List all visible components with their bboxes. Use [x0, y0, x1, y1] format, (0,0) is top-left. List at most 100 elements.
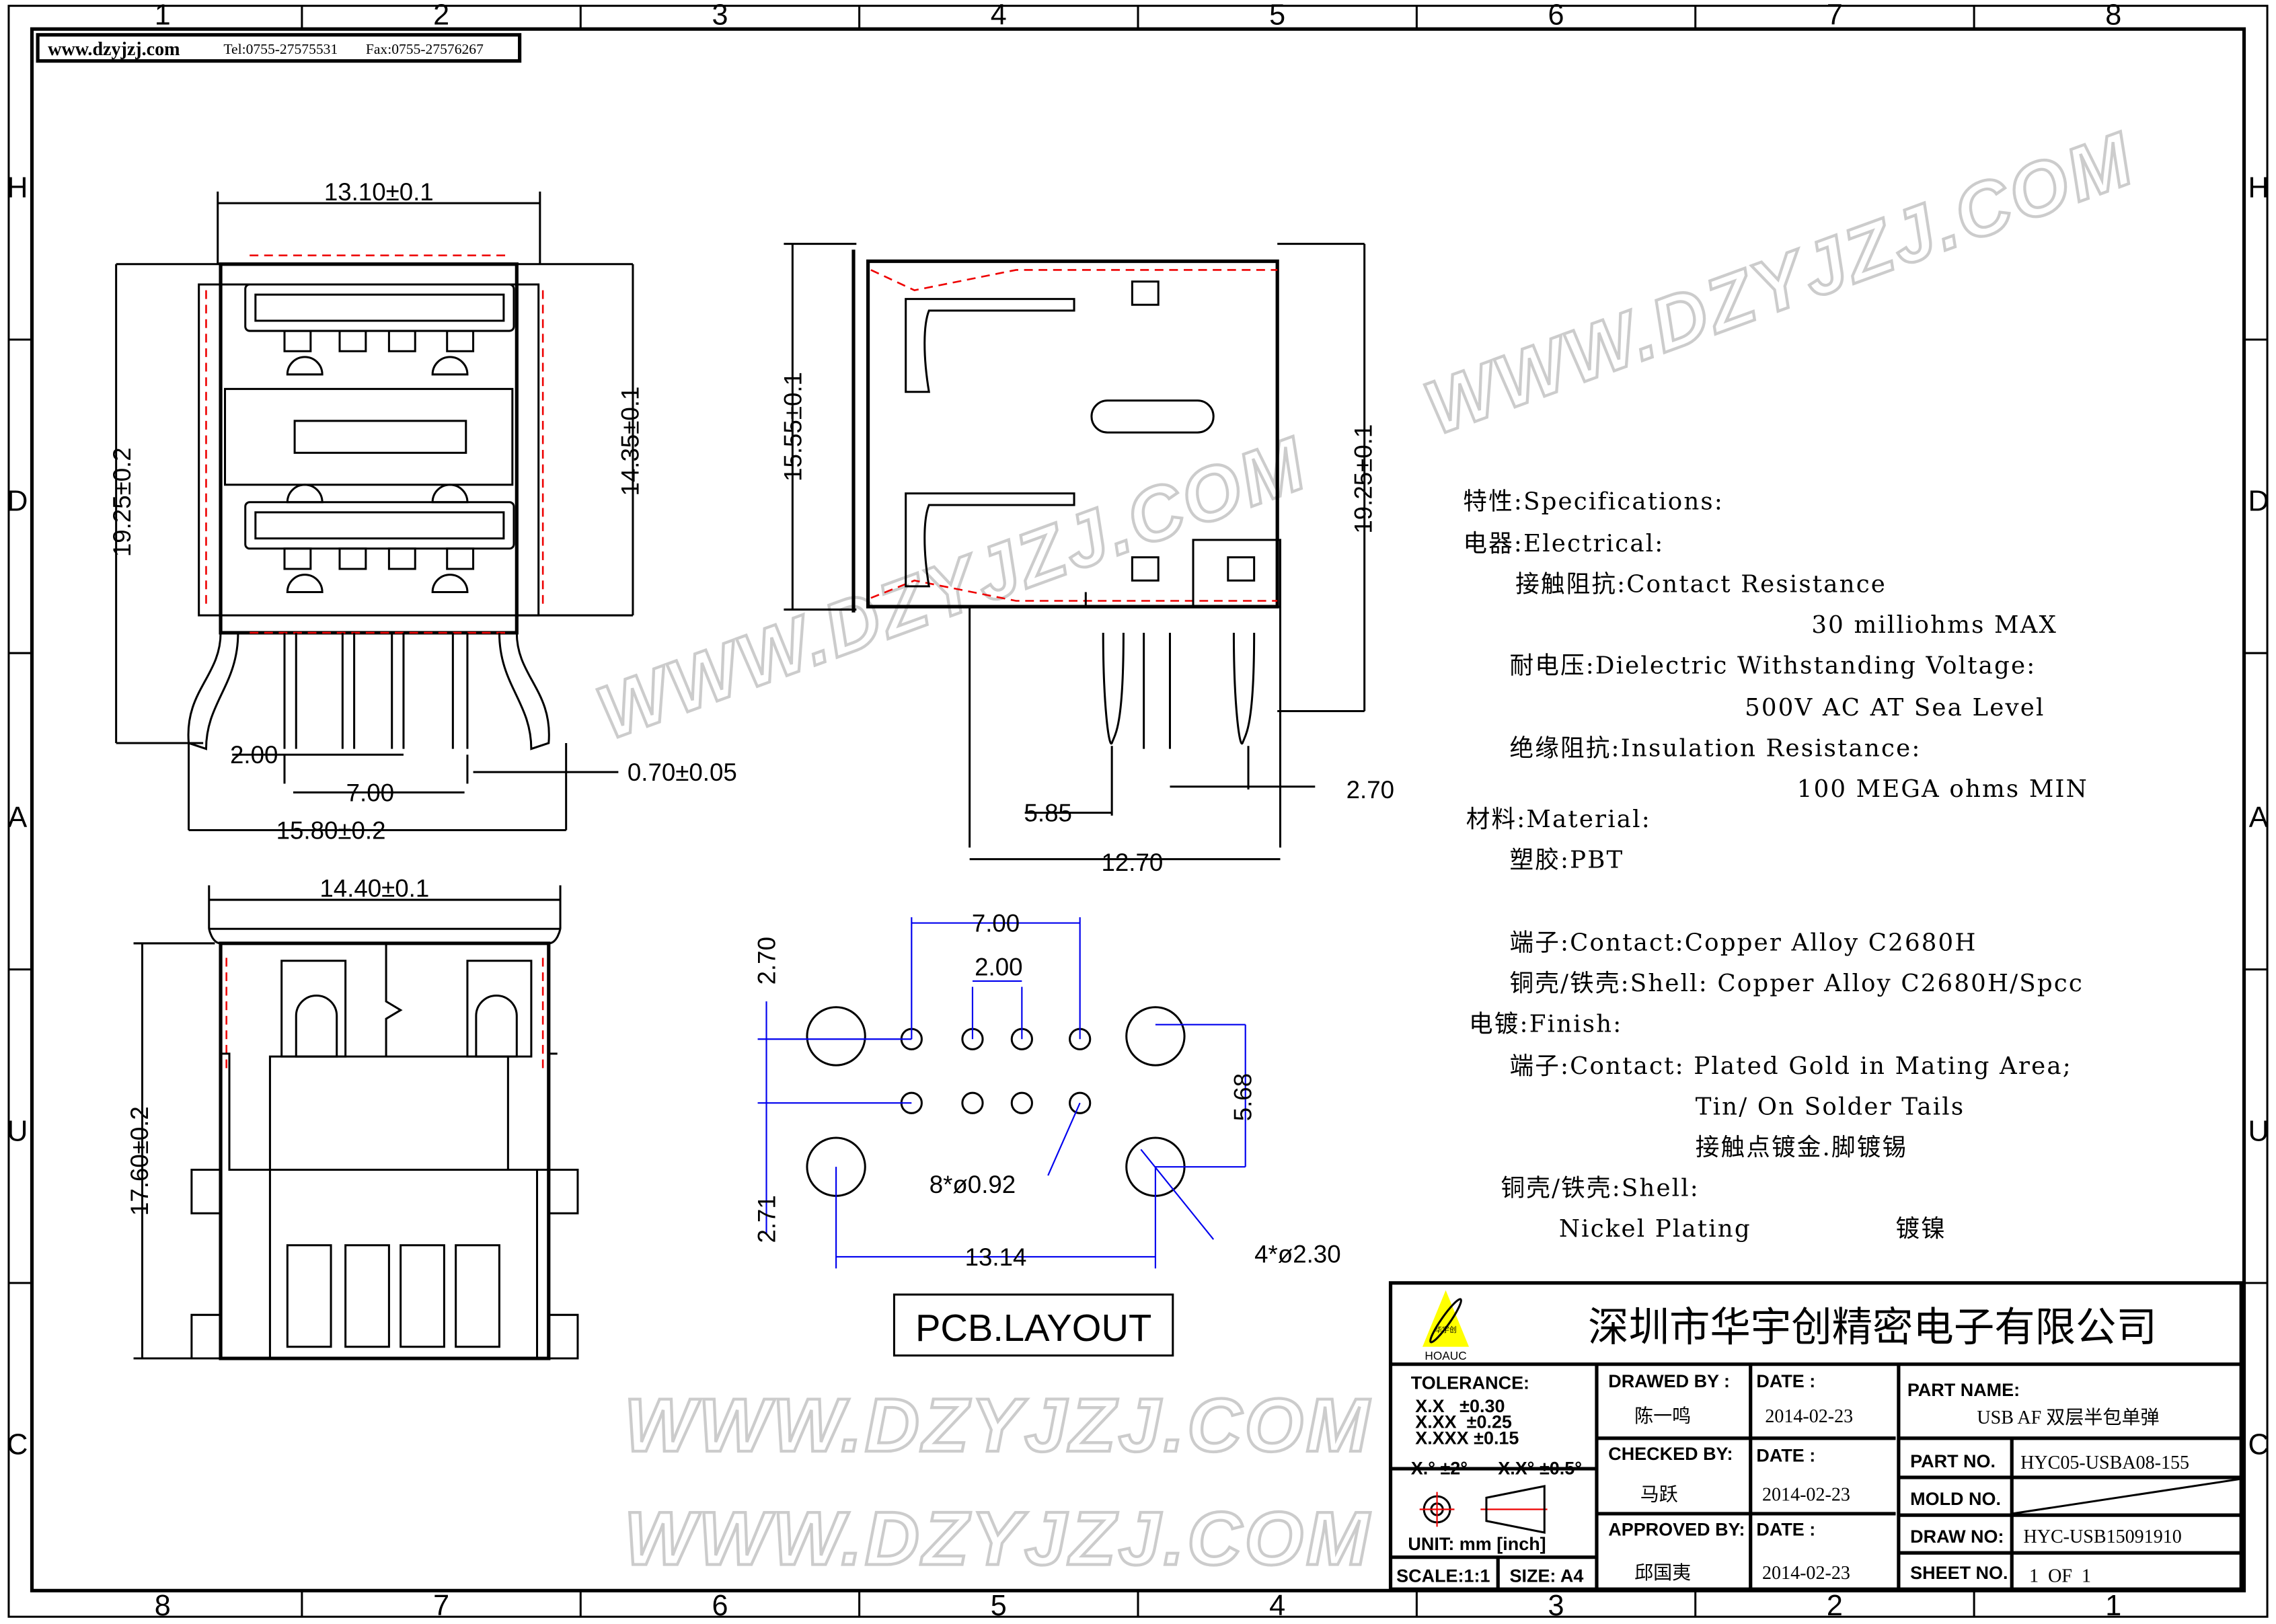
dim-bottom-width: 14.40±0.1: [319, 875, 429, 902]
approved-by-label: APPROVED BY:: [1608, 1519, 1745, 1539]
logo-triangle-icon: [1422, 1290, 1470, 1347]
company-name: 深圳市华宇创精密电子有限公司: [1588, 1304, 2157, 1351]
spec-line: 耐电压:Dielectric Withstanding Voltage:: [1509, 652, 2036, 679]
grid-bottom-7: 7: [433, 1590, 449, 1622]
logo-cn: 华宇创: [1435, 1325, 1456, 1334]
front-view: 13.10±0.1 19.25±0.2 14.35±0.1 2.00 7.00 …: [108, 178, 737, 845]
date-label: DATE :: [1756, 1445, 1815, 1465]
spec-line: Tin/ On Solder Tails: [1696, 1093, 1965, 1120]
dim-front-height-inner: 14.35±0.1: [617, 387, 644, 496]
dim-side-d2: 2.70: [1346, 776, 1394, 804]
dim-pcb-big-holes: 4*ø2.30: [1254, 1241, 1340, 1268]
checked-by-value: 马跃: [1640, 1485, 1678, 1506]
spec-line: 接触阻抗:Contact Resistance: [1515, 571, 1887, 598]
drawed-by-label: DRAWED BY :: [1608, 1371, 1730, 1391]
watermark-text: WWW.DZYJZJ.COM: [586, 420, 1318, 756]
grid-left-c: C: [7, 1428, 28, 1461]
header-contact: www.dzyjzj.com Tel:0755-27575531 Fax:075…: [36, 33, 522, 63]
spec-line: 特性:Specifications:: [1463, 488, 1724, 516]
spec-line: 100 MEGA ohms MIN: [1797, 775, 2088, 803]
part-no-label: PART NO.: [1910, 1451, 1996, 1471]
pcb-layout: 7.00 2.00 2.70 2.71 5.68 8*ø0.92 13.14 4…: [753, 910, 1341, 1357]
grid-bottom-2: 2: [1827, 1590, 1843, 1622]
website-text: www.dzyjzj.com: [48, 39, 180, 60]
spec-line: 端子:Contact: Plated Gold in Mating Area;: [1509, 1052, 2072, 1080]
dim-front-span: 7.00: [346, 779, 394, 806]
checked-by-label: CHECKED BY:: [1608, 1444, 1733, 1464]
scale-label: SCALE:1:1: [1396, 1565, 1490, 1586]
date-label: DATE :: [1756, 1371, 1815, 1391]
spec-line: 端子:Contact:Copper Alloy C2680H: [1509, 929, 1977, 957]
dim-pcb-pitch: 2.00: [975, 953, 1022, 980]
grid-top-1: 1: [155, 0, 171, 32]
draw-no-value: HYC-USB15091910: [2023, 1526, 2181, 1547]
pcb-holes: [806, 1006, 1186, 1197]
sheet-no-value: 1 OF 1: [2029, 1565, 2091, 1586]
tolerance-label: TOLERANCE:: [1411, 1372, 1529, 1393]
title-block: 华宇创 HOAUC 深圳市华宇创精密电子有限公司 TOLERANCE: X.X …: [1388, 1281, 2243, 1591]
grid-top-7: 7: [1827, 0, 1843, 32]
part-name-value: USB AF 双层半包单弹: [1977, 1407, 2159, 1428]
dim-side-height-right: 19.25±0.1: [1349, 424, 1377, 534]
spec-line: 电镀:Finish:: [1469, 1010, 1622, 1038]
date-value: 2014-02-23: [1762, 1485, 1850, 1506]
dim-front-height-outer: 19.25±0.2: [108, 447, 136, 557]
spec-line: 材料:Material:: [1466, 806, 1651, 833]
grid-left-d: D: [7, 486, 28, 518]
side-view: 15.55±0.1 19.25±0.1 5.85 2.70 12.70: [779, 243, 1394, 876]
dim-pcb-v2: 2.71: [753, 1195, 780, 1243]
grid-top-6: 6: [1548, 0, 1564, 32]
dim-front-width-top: 13.10±0.1: [324, 178, 434, 206]
size-label: SIZE: A4: [1509, 1565, 1583, 1586]
grid-left-u: U: [7, 1115, 28, 1147]
drawed-by-value: 陈一鸣: [1634, 1405, 1691, 1427]
dim-side-length: 12.70: [1101, 849, 1163, 876]
watermark-text: WWW.DZYJZJ.COM: [624, 1383, 1372, 1467]
angle-tol-1: X.° ±2°: [1411, 1459, 1468, 1479]
dim-pcb-v3: 5.68: [1229, 1073, 1256, 1121]
tolerance-2: X.XX ±0.25: [1415, 1412, 1512, 1432]
watermark-text: WWW.DZYJZJ.COM: [624, 1496, 1372, 1581]
tel-text: Tel:0755-27575531: [223, 41, 338, 57]
grid-right-h: H: [2248, 172, 2269, 204]
specifications: 特性:Specifications: 电器:Electrical: 接触阻抗:C…: [1463, 488, 2088, 1243]
dim-bottom-height: 17.60±0.2: [126, 1106, 153, 1216]
grid-left-a: A: [7, 802, 27, 834]
mold-no-label: MOLD NO.: [1910, 1489, 2001, 1509]
projection-symbol-icon: [1419, 1485, 1548, 1534]
spec-line: 铜壳/铁壳:Shell: Copper Alloy C2680H/Spcc: [1509, 970, 2084, 997]
grid-right-c: C: [2248, 1428, 2269, 1461]
draw-no-label: DRAW NO:: [1910, 1526, 2004, 1547]
spec-line: 500V AC AT Sea Level: [1745, 694, 2045, 722]
grid-bottom-5: 5: [991, 1590, 1007, 1622]
grid-bottom-4: 4: [1269, 1590, 1285, 1622]
fax-text: Fax:0755-27576267: [366, 41, 484, 57]
date-label: DATE :: [1756, 1519, 1815, 1539]
watermark: WWW.DZYJZJ.COM WWW.DZYJZJ.COM WWW.DZYJZJ…: [584, 114, 2146, 1582]
grid-bottom-8: 8: [155, 1590, 171, 1622]
spec-line: 铜壳/铁壳:Shell:: [1501, 1174, 1700, 1202]
date-value: 2014-02-23: [1765, 1406, 1853, 1427]
spec-line: 镀镍: [1896, 1215, 1947, 1243]
dim-front-pitch: 2.00: [230, 741, 278, 769]
grid-top-4: 4: [991, 0, 1007, 32]
grid-bottom-6: 6: [712, 1590, 728, 1622]
approved-by-value: 邱国夷: [1634, 1562, 1691, 1584]
grid-top-5: 5: [1269, 0, 1285, 32]
sheet-no-label: SHEET NO.: [1910, 1563, 2008, 1583]
date-value: 2014-02-23: [1762, 1563, 1850, 1584]
pcb-layout-title: PCB.LAYOUT: [915, 1307, 1151, 1349]
dim-front-width-bottom: 15.80±0.2: [276, 816, 386, 844]
logo-text: HOAUC: [1425, 1349, 1466, 1362]
spec-line: Nickel Plating: [1559, 1215, 1751, 1243]
bottom-view: 14.40±0.1 17.60±0.2: [126, 875, 579, 1360]
angle-tol-2: X.X° ±0.5°: [1498, 1459, 1582, 1479]
grid-ticks: [8, 5, 2268, 1617]
tolerance-1: X.X ±0.30: [1415, 1396, 1505, 1416]
dim-pcb-v1: 2.70: [753, 937, 780, 984]
grid-bottom-1: 1: [2105, 1590, 2121, 1622]
company-logo: 华宇创 HOAUC: [1422, 1290, 1470, 1362]
grid-right-u: U: [2248, 1115, 2269, 1147]
tolerance-3: X.XXX ±0.15: [1415, 1428, 1519, 1448]
